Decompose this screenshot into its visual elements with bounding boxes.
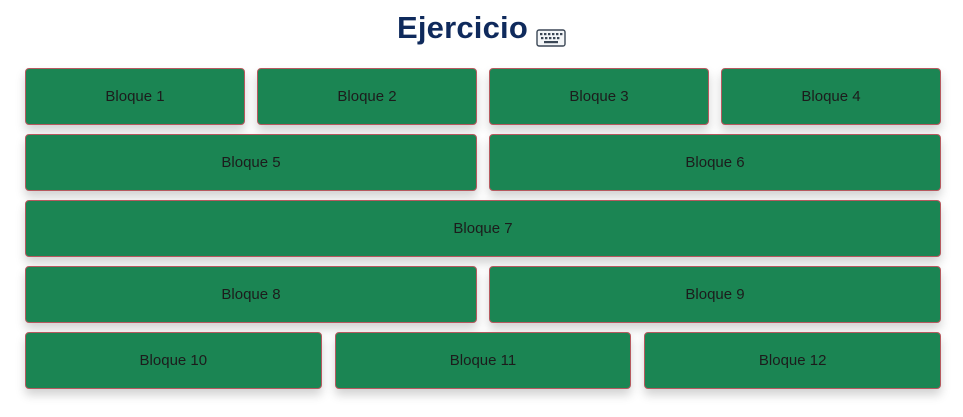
block-3: Bloque 3 (489, 68, 709, 125)
block-4: Bloque 4 (721, 68, 941, 125)
row-5: Bloque 10 Bloque 11 Bloque 12 (25, 332, 942, 389)
row-4: Bloque 8 Bloque 9 (25, 266, 941, 323)
block-8: Bloque 8 (25, 266, 477, 323)
title-text: Ejercicio (396, 10, 529, 45)
block-6: Bloque 6 (489, 134, 941, 191)
block-10: Bloque 10 (25, 332, 322, 389)
block-11: Bloque 11 (334, 332, 632, 389)
block-12: Bloque 12 (644, 332, 942, 389)
row-1: Bloque 1 Bloque 2 Bloque 3 Bloque 4 (25, 68, 941, 125)
block-9: Bloque 9 (489, 266, 941, 323)
row-2: Bloque 5 Bloque 6 (25, 134, 941, 191)
block-2: Bloque 2 (257, 68, 477, 125)
block-1: Bloque 1 (25, 68, 245, 125)
row-3: Bloque 7 (25, 200, 941, 257)
keyboard-icon (536, 19, 566, 47)
page-title: Ejercicio (0, 8, 963, 48)
block-5: Bloque 5 (25, 134, 477, 191)
block-7: Bloque 7 (25, 200, 941, 257)
blocks-grid: Bloque 1 Bloque 2 Bloque 3 Bloque 4 Bloq… (25, 68, 942, 398)
